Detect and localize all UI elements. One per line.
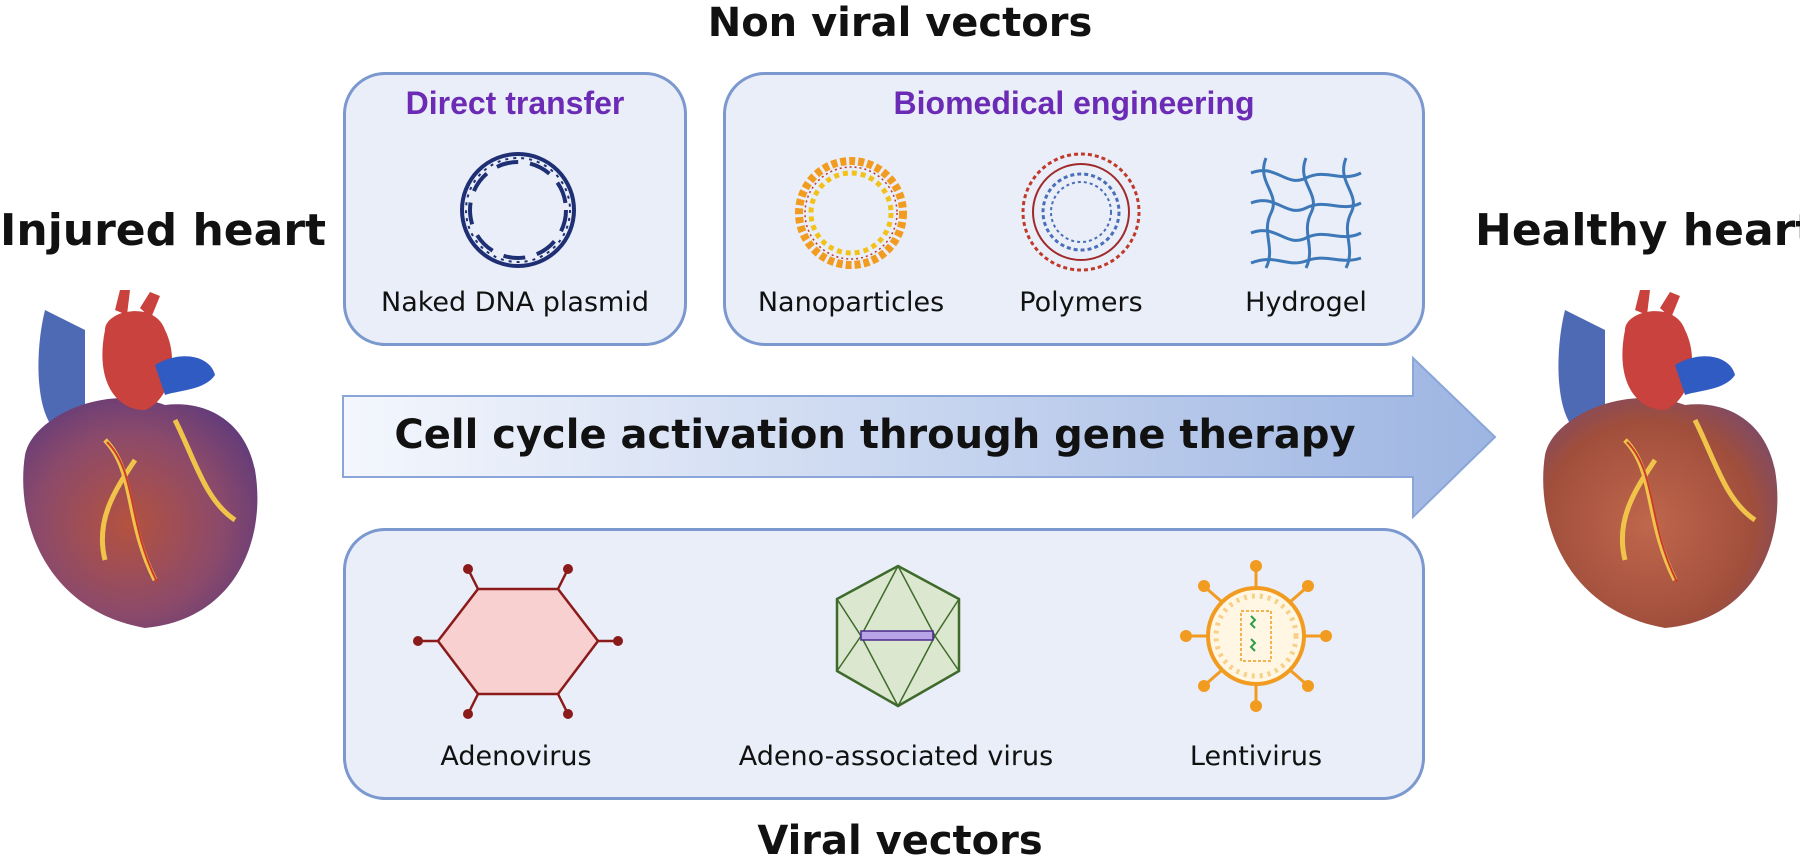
polymer-icon xyxy=(1021,152,1141,272)
healthy-heart-heading: Healthy heart xyxy=(1475,205,1800,256)
dna-plasmid-icon xyxy=(460,152,576,268)
lentivirus-icon xyxy=(1180,560,1332,712)
aav-icon xyxy=(835,564,961,708)
polymers-label: Polymers xyxy=(1019,287,1143,318)
injured-heart-illustration xyxy=(23,290,258,628)
non-viral-vectors-heading: Non viral vectors xyxy=(707,0,1093,46)
viral-vectors-panel: Adenovirus Adeno-associated virus Lentiv… xyxy=(343,528,1425,800)
biomedical-engineering-panel: Biomedical engineering Nanoparticles Pol… xyxy=(723,72,1425,346)
biomedical-engineering-title: Biomedical engineering xyxy=(893,85,1255,121)
direct-transfer-panel: Direct transfer Naked DNA plasmid xyxy=(343,72,687,346)
nanoparticle-icon xyxy=(795,157,907,269)
hydrogel-icon xyxy=(1250,157,1362,269)
gene-therapy-arrow-label: Cell cycle activation through gene thera… xyxy=(394,412,1356,458)
nanoparticles-label: Nanoparticles xyxy=(757,287,945,318)
hydrogel-label: Hydrogel xyxy=(1245,287,1367,318)
aav-label: Adeno-associated virus xyxy=(738,741,1054,772)
viral-vectors-heading: Viral vectors xyxy=(757,818,1043,864)
gene-therapy-arrow xyxy=(342,355,1497,520)
injured-heart-heading: Injured heart xyxy=(0,205,327,256)
lentivirus-label: Lentivirus xyxy=(1189,741,1323,772)
naked-dna-plasmid-label: Naked DNA plasmid xyxy=(381,287,649,318)
healthy-heart-illustration xyxy=(1543,290,1778,628)
direct-transfer-title: Direct transfer xyxy=(405,85,625,121)
adenovirus-label: Adenovirus xyxy=(440,741,592,772)
adenovirus-icon xyxy=(413,564,623,719)
